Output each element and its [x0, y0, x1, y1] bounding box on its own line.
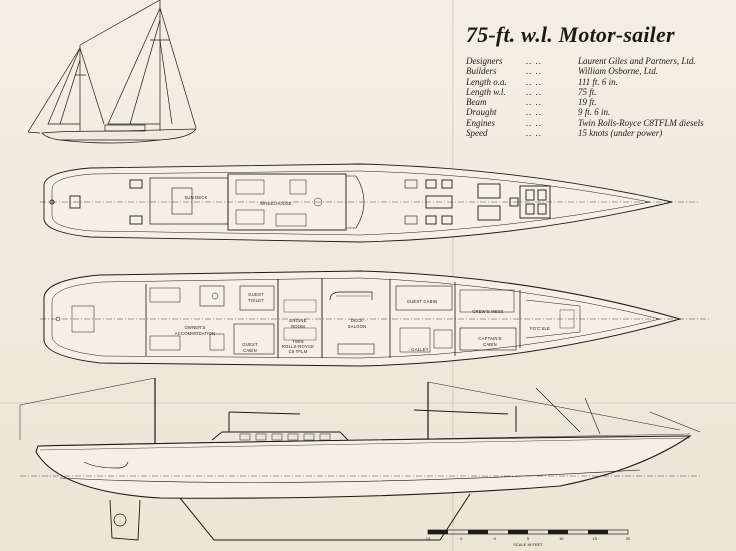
spec-key: Length o.a. — [466, 76, 507, 87]
label-owners-1: OWNER'S — [184, 325, 205, 330]
spec-dots: .. .. — [526, 56, 543, 66]
spec-row: Length o.a. .. .. 111 ft. 6 in. — [466, 77, 728, 87]
scale-tick-label: 10 — [426, 536, 431, 541]
spec-row: Designers .. .. Laurent Giles and Partners… — [466, 56, 728, 66]
label-guest-cabin-fwd: GUEST CABIN — [407, 299, 438, 304]
label-deck-saloon-2: SALOON — [348, 324, 367, 329]
spec-key: Beam — [466, 97, 487, 108]
spec-dots: .. .. — [526, 97, 543, 108]
scale-tick-label: 0 — [494, 536, 497, 541]
paper-fold-vertical — [452, 0, 454, 551]
scale-tick-label: 20 — [626, 536, 631, 541]
label-engine-room-1: ENGINE — [289, 318, 306, 323]
spec-dots: .. .. — [526, 117, 543, 128]
scale-tick-label: 5 — [527, 536, 530, 541]
spec-key: Designers — [466, 56, 503, 66]
spec-value: 9 ft. 6 in. — [578, 107, 611, 118]
spec-key: Engines — [466, 117, 495, 128]
label-guest-cabin-aft-2: CABIN — [243, 348, 257, 353]
spec-value: 111 ft. 6 in. — [578, 76, 618, 87]
scale-tick-label: 15 — [592, 536, 597, 541]
spec-row: Beam .. .. 19 ft. — [466, 97, 728, 107]
scale-tick-label: 5 — [460, 536, 463, 541]
label-crews-mess: CREW'S MESS — [472, 309, 504, 314]
spec-value: William Osborne, Ltd. — [578, 66, 659, 77]
spec-key: Draught — [466, 107, 497, 118]
spec-key: Speed — [466, 128, 488, 139]
label-captains-1: CAPTAIN'S — [478, 336, 501, 341]
spec-value: Twin Rolls-Royce C8TFLM diesels — [578, 117, 704, 128]
label-engine-note-3: C8 TFLM — [289, 349, 308, 354]
spec-row: Engines .. .. Twin Rolls-Royce C8TFLM dies… — [466, 118, 728, 128]
spec-row: Speed .. .. 15 knots (under power) — [466, 128, 728, 138]
label-owners-2: ACCOMMODATION — [175, 331, 215, 336]
accommodation-plan — [40, 270, 710, 367]
spec-key: Length w.l. — [466, 86, 506, 97]
label-guest-toilet-1: GUEST — [248, 292, 264, 297]
label-captains-2: CABIN — [483, 342, 497, 347]
paper-fold-horizontal — [0, 402, 736, 404]
page-title: 75-ft. w.l. Motor-sailer — [466, 22, 675, 47]
spec-table: Designers .. .. Laurent Giles and Partners… — [466, 56, 728, 138]
spec-row: Length w.l. .. .. 75 ft. — [466, 87, 728, 97]
spec-dots: .. .. — [526, 128, 543, 139]
spec-value: 19 ft. — [578, 97, 597, 108]
scale-label: SCALE IN FEET — [513, 542, 543, 547]
label-wheelhouse: WHEELHOUSE — [260, 201, 292, 206]
label-engine-room-2: ROOM — [291, 324, 305, 329]
spec-row: Builders .. .. William Osborne, Ltd. — [466, 66, 728, 76]
label-guest-toilet-2: TOILET — [248, 298, 264, 303]
label-galley: GALLEY — [411, 347, 429, 352]
spec-dots: .. .. — [526, 76, 543, 87]
spec-dots: .. .. — [526, 107, 543, 118]
deck-plan — [40, 163, 700, 243]
sail-plan-thumbnail — [27, 0, 197, 144]
spec-value: 75 ft. — [578, 86, 597, 97]
label-guest-cabin-aft-1: GUEST — [242, 342, 258, 347]
accommodation-labels: OWNER'S ACCOMMODATION GUEST TOILET GUEST… — [175, 292, 550, 354]
label-engine-note-1: TWIN — [292, 339, 304, 344]
spec-value: 15 knots (under power) — [578, 128, 663, 139]
scale-bar: 10 5 0 5 10 15 20 SCALE IN FEET — [426, 529, 631, 547]
scale-tick-label: 10 — [559, 536, 564, 541]
spec-dots: .. .. — [526, 66, 543, 77]
label-deck-saloon-1: DECK — [351, 318, 363, 323]
spec-key: Builders — [466, 66, 497, 77]
spec-dots: .. .. — [526, 86, 543, 97]
label-engine-note-2: ROLLS-ROYCE — [282, 344, 314, 349]
profile-elevation — [19, 377, 701, 541]
label-sun-deck-1: SUN DECK — [184, 195, 207, 200]
spec-value: Laurent Giles and Partners, Ltd. — [578, 56, 696, 66]
label-focsle: FO'C'SLE — [530, 326, 550, 331]
spec-row: Draught .. .. 9 ft. 6 in. — [466, 107, 728, 117]
